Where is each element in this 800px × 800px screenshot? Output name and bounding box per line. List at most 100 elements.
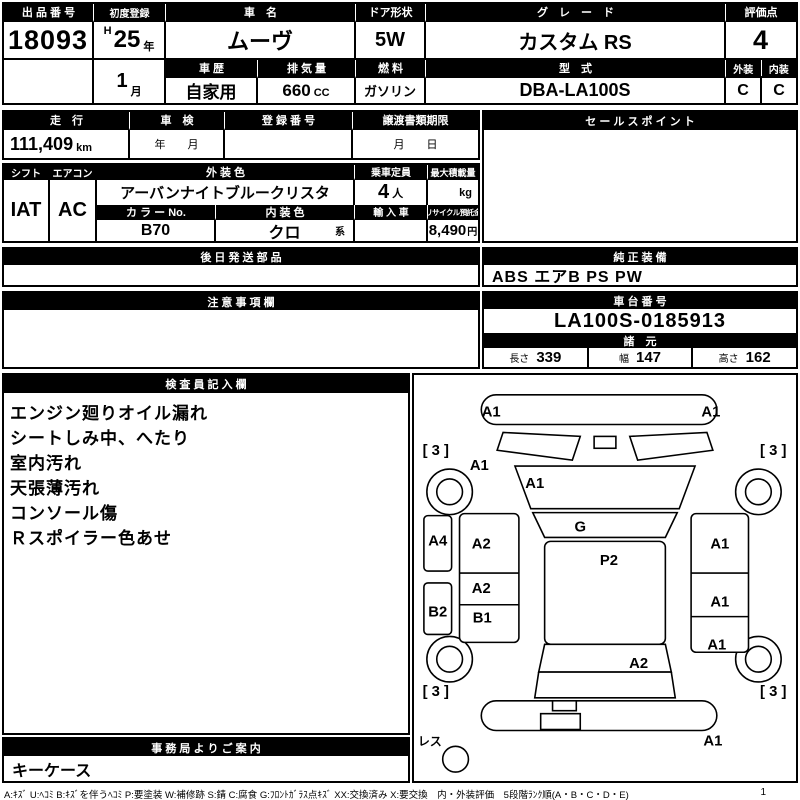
first-registration-year-cell: H 25 年	[94, 22, 166, 60]
windshield	[531, 511, 679, 539]
rear-right-wheel-inner	[744, 645, 773, 673]
import-label: 輸 入 車	[355, 205, 428, 220]
registration-number-value	[225, 130, 353, 158]
equipment-label: 純 正 装 備	[484, 249, 796, 265]
model-code-value: DBA-LA100S	[426, 78, 726, 103]
first-registration-era: H	[103, 25, 112, 37]
model-code-label: 型 式	[426, 60, 726, 78]
front-grille	[593, 435, 617, 450]
dimensions-row: 長さ 339 幅 147 高さ 162	[484, 348, 796, 367]
left-doors-panel	[458, 512, 520, 644]
height-value: 162	[745, 349, 771, 366]
inspector-box: 検 査 員 記 入 欄 エンジン廻りオイル漏れ シートしみ中、へたり 室内汚れ …	[2, 373, 410, 735]
displacement-unit: CC	[313, 87, 330, 99]
inspector-note: Ｒスポイラー色あせ	[10, 529, 172, 548]
aircon-label: エアコン	[50, 165, 95, 180]
rear-bumper	[480, 699, 718, 732]
aircon-column: エアコン AC	[50, 165, 97, 241]
shaken-label: 車 検	[130, 112, 225, 130]
exterior-grade-value: C	[737, 81, 749, 99]
damage-mark: A1	[707, 637, 726, 653]
office-value: キーケース	[12, 762, 92, 780]
max-load-unit: kg	[459, 186, 472, 199]
later-parts-box: 後 日 発 送 部 品	[2, 247, 480, 287]
ext-int-labels: 外装 内装	[726, 60, 796, 78]
damage-mark: A2	[629, 656, 648, 672]
notes-value	[4, 310, 478, 367]
damage-mark: A1	[525, 476, 544, 492]
score-label: 評価点	[726, 4, 796, 22]
spec-row-b: カ ラ ー No. 内 装 色 輸 入 車 リサイクル預託金 B70 クロ 系 …	[97, 205, 478, 241]
width-value: 147	[635, 349, 662, 366]
legend-text: A:ｷｽﾞ U:ﾍｺﾐ B:ｷｽﾞを伴うﾍｺﾐ P:要塗装 W:補修跡 S:錆 …	[4, 790, 629, 800]
office-label: 事 務 局 よ り ご 案 内	[4, 739, 408, 756]
registration-section: 走 行 車 検 登 録 番 号 譲渡書類期限 111,409 km 年 月 月 …	[2, 110, 480, 160]
legend: A:ｷｽﾞ U:ﾍｺﾐ B:ｷｽﾞを伴うﾍｺﾐ P:要塗装 W:補修跡 S:錆 …	[4, 787, 796, 800]
displacement-cell: 660 CC	[258, 78, 356, 103]
notes-label: 注 意 事 項 欄	[4, 293, 478, 310]
shift-value: IAT	[10, 199, 42, 221]
recycle-cell: 8,490 円	[428, 220, 478, 241]
exterior-color-value: アーバンナイトブルークリスタ	[97, 180, 355, 205]
length-group: 長さ 339	[484, 348, 589, 367]
width-group: 幅 147	[589, 348, 694, 367]
later-parts-value	[4, 265, 478, 285]
rear-left-wheel-inner	[435, 645, 464, 673]
rear-window	[537, 643, 673, 673]
damage-mark: [ 3 ]	[760, 443, 786, 459]
first-registration-month-cell: 1 月	[94, 60, 166, 103]
shift-label: シフト	[4, 165, 48, 180]
blank-cell	[4, 60, 94, 103]
sales-point-value	[484, 130, 796, 241]
damage-mark: [ 3 ]	[423, 443, 449, 459]
damage-mark: A2	[472, 536, 491, 552]
spec-main: 外 装 色 乗車定員 最大積載量 アーバンナイトブルークリスタ 4 人 kg カ…	[97, 165, 478, 241]
damage-mark: A1	[710, 536, 729, 552]
shaken-placeholder: 年 月	[130, 130, 225, 158]
damage-mark: A1	[470, 458, 489, 474]
score-value: 4	[726, 22, 796, 60]
mileage-unit: km	[76, 142, 92, 154]
chassis-value: LA100S-0185913	[554, 309, 726, 332]
page-number: 1	[760, 787, 766, 798]
damage-mark: P2	[600, 553, 618, 569]
inspector-note: 天張薄汚れ	[10, 479, 100, 498]
left-rear-quarter	[423, 582, 453, 636]
mileage-cell: 111,409 km	[4, 130, 130, 158]
capacity-cell: 4 人	[355, 180, 428, 205]
damage-mark: [ 3 ]	[760, 684, 786, 700]
first-registration-month: 1	[116, 70, 128, 92]
inspector-note: エンジン廻りオイル漏れ	[10, 404, 208, 423]
door-shape-value: 5W	[356, 22, 426, 60]
chassis-dimensions-box: 車 台 番 号 LA100S-0185913 諸 元 長さ 339 幅 147 …	[482, 291, 798, 369]
registration-number-label: 登 録 番 号	[225, 112, 353, 130]
damage-mark: G	[574, 519, 586, 535]
notes-box: 注 意 事 項 欄	[2, 291, 480, 369]
fuel-label: 燃 料	[356, 60, 426, 78]
dimensions-label: 諸 元	[484, 333, 796, 348]
right-doors-panel	[690, 512, 750, 654]
length-value: 339	[536, 349, 562, 366]
office-box: 事 務 局 よ り ご 案 内 キーケース	[2, 737, 410, 783]
transfer-deadline-placeholder: 月 日	[393, 139, 438, 151]
front-bumper	[480, 394, 718, 426]
interior-grade-label: 内装	[760, 60, 796, 76]
spec-row-a: 外 装 色 乗車定員 最大積載量 アーバンナイトブルークリスタ 4 人 kg	[97, 165, 478, 205]
recycle-unit: 円	[467, 227, 478, 238]
grade-value: カスタム RS	[426, 22, 726, 60]
door-shape-label: ドア形状	[356, 4, 426, 22]
damage-mark: A1	[701, 405, 720, 421]
first-registration-year: 25	[113, 26, 141, 53]
interior-grade-value: C	[760, 78, 796, 103]
length-label: 長さ	[509, 354, 530, 365]
damage-mark: A1	[710, 595, 729, 611]
first-registration-month-unit: 月	[130, 86, 142, 98]
interior-color-label: 内 装 色	[216, 205, 355, 220]
color-no-value: B70	[97, 220, 216, 241]
damage-mark: A1	[703, 733, 722, 749]
interior-color-cell: クロ 系	[216, 220, 355, 241]
inspector-note: シートしみ中、へたり	[10, 429, 190, 448]
chassis-label: 車 台 番 号	[484, 293, 796, 309]
hood	[513, 465, 697, 510]
lot-number-label: 出 品 番 号	[4, 4, 94, 22]
